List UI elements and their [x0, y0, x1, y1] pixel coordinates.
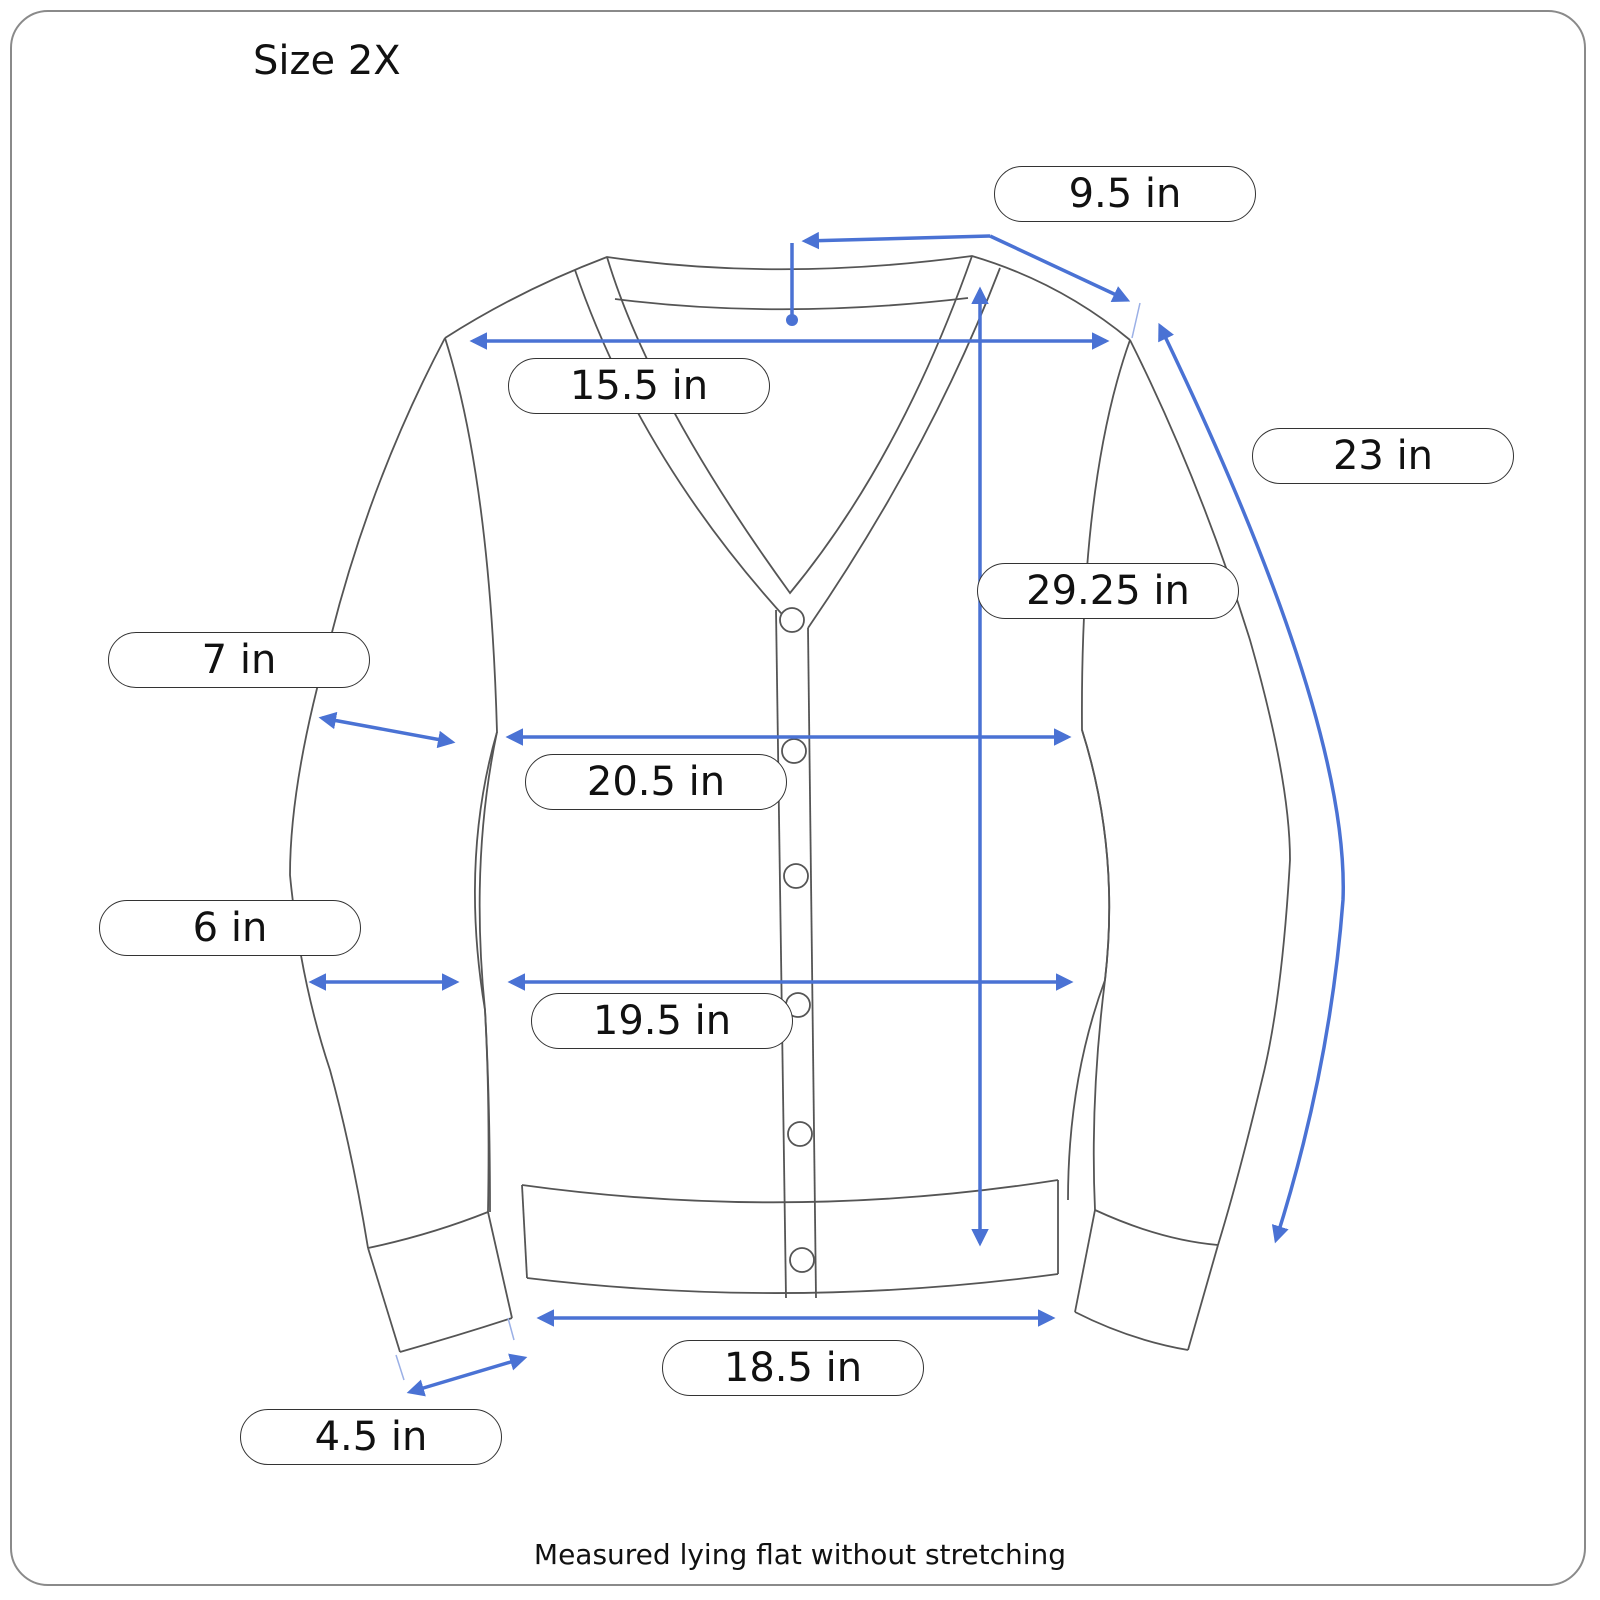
shoulder-line: [444, 255, 1131, 341]
bicep-label: 7 in: [108, 632, 370, 688]
right-cuff-bottom: [1074, 1311, 1189, 1351]
placket-right-edge: [807, 627, 817, 1299]
placket-left-edge: [775, 609, 787, 1299]
left-cuff-top: [367, 1211, 489, 1249]
left-cuff-outer: [367, 1247, 401, 1353]
left-cuff-inner: [487, 1211, 513, 1319]
hem-band-top: [521, 1179, 1059, 1204]
forearm-label: 6 in: [99, 900, 361, 956]
left-sleeve-inner: [478, 731, 498, 1213]
body-right-side: [1067, 339, 1131, 1201]
shoulder-measure-top: [801, 231, 991, 250]
collar-inner-line: [614, 297, 969, 311]
right-cuff-inner: [1074, 1209, 1096, 1313]
measurement-lines: [308, 231, 1345, 1397]
right-cuff-top: [1094, 1209, 1219, 1246]
sleeve-arrow: [1158, 322, 1345, 1244]
right-cuff-outer: [1187, 1244, 1219, 1351]
hem-band-left: [521, 1184, 528, 1279]
size-title: Size 2X: [253, 38, 401, 84]
left-sleeve-outer: [289, 337, 446, 1249]
shoulder-tick: [1131, 302, 1141, 339]
footer-note: Measured lying flat without stretching: [533, 1538, 1067, 1571]
button: [789, 1247, 815, 1273]
shoulder-measure-slope: [989, 234, 1131, 303]
cuff-label: 4.5 in: [240, 1409, 502, 1465]
hem-label: 18.5 in: [662, 1340, 924, 1396]
waist-label: 19.5 in: [531, 993, 793, 1049]
shoulder-label: 9.5 in: [994, 166, 1256, 222]
button: [783, 863, 809, 889]
button: [781, 738, 807, 764]
right-sleeve-inner: [1081, 729, 1111, 1211]
shoulder-measure-dot: [786, 314, 798, 326]
button: [779, 607, 805, 633]
cuff-tick-left: [395, 1354, 405, 1381]
cardigan-outline: [289, 255, 1291, 1353]
v-neck-left-band: [574, 269, 791, 624]
button: [787, 1121, 813, 1147]
hem-band-bottom: [526, 1273, 1059, 1294]
chest-label: 20.5 in: [525, 754, 787, 810]
sleeve-label: 23 in: [1252, 428, 1514, 484]
cuff-arrow: [406, 1353, 528, 1397]
v-neck-right-band: [807, 267, 1001, 629]
cuff-tick-right: [507, 1317, 515, 1341]
chest-top-label: 15.5 in: [508, 358, 770, 414]
v-neck-outer: [606, 255, 973, 595]
left-cuff-bottom: [399, 1317, 513, 1353]
length-label: 29.25 in: [977, 563, 1239, 619]
bicep-arrow: [318, 711, 456, 749]
